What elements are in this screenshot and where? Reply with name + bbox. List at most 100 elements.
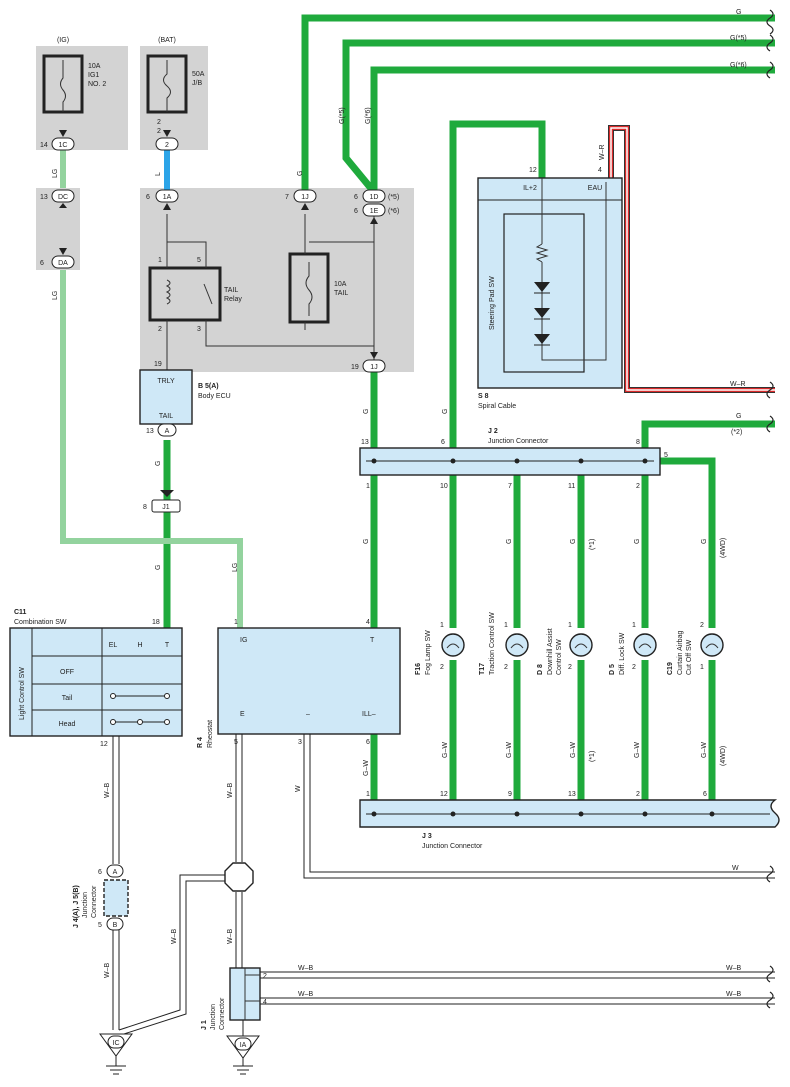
wb-wires (112, 734, 775, 1035)
svg-text:1: 1 (158, 257, 162, 264)
svg-text:W–B: W–B (726, 991, 742, 998)
c19-name-2: Cut Off SW (686, 639, 693, 675)
ig1-fuse-rating: 10A (88, 63, 101, 70)
row-head: Head (59, 721, 76, 728)
svg-text:W–B: W–B (298, 991, 314, 998)
svg-text:(*1): (*1) (589, 751, 596, 762)
rheostat-ill: ILL– (362, 711, 376, 718)
spiral-eau: EAU (588, 185, 602, 192)
svg-text:6: 6 (354, 208, 358, 215)
connector-ic: IC (113, 1040, 120, 1047)
rheostat-e: E (240, 711, 245, 718)
f16-name: Fog Lamp SW (425, 630, 432, 675)
svg-text:6: 6 (98, 869, 102, 876)
svg-text:1: 1 (700, 664, 704, 671)
connector-1e: 1E (370, 208, 379, 215)
svg-text:5: 5 (234, 739, 238, 746)
tail-fuse-symbol (305, 262, 313, 316)
svg-text:6: 6 (146, 194, 150, 201)
svg-text:4: 4 (366, 619, 370, 626)
c19-code: C19 (667, 662, 674, 675)
body-ecu-trly: TRLY (157, 378, 175, 385)
svg-text:(4WD): (4WD) (720, 746, 727, 766)
svg-text:2: 2 (568, 664, 572, 671)
svg-text:4: 4 (598, 167, 602, 174)
svg-text:G: G (736, 9, 741, 16)
svg-text:2: 2 (157, 119, 161, 126)
lg-wire (60, 270, 243, 628)
svg-text:12: 12 (440, 791, 448, 798)
svg-text:5: 5 (98, 922, 102, 929)
svg-text:2: 2 (158, 326, 162, 333)
svg-text:L: L (155, 172, 162, 176)
rheostat-box (217, 627, 401, 735)
connector-b2: B (113, 922, 118, 929)
j3-code: J 3 (422, 833, 432, 840)
led-icons (534, 282, 550, 346)
svg-text:2: 2 (632, 664, 636, 671)
connector-ia: IA (240, 1042, 247, 1049)
svg-text:13: 13 (361, 439, 369, 446)
j3-name: Junction Connector (422, 843, 483, 850)
svg-text:G: G (570, 539, 577, 544)
col-h: H (137, 642, 142, 649)
j2-name: Junction Connector (488, 438, 549, 445)
row-off: OFF (60, 669, 74, 676)
svg-text:(*1): (*1) (589, 539, 596, 550)
svg-text:W–B: W–B (104, 783, 111, 799)
body-ecu-box (139, 369, 193, 425)
wire-end-breaks (766, 9, 774, 1009)
svg-text:W–R: W–R (730, 381, 746, 388)
svg-text:G: G (155, 565, 162, 570)
combination-switch-box (9, 627, 183, 737)
wr-wire (608, 125, 775, 393)
svg-text:5: 5 (197, 257, 201, 264)
svg-text:14: 14 (40, 142, 48, 149)
svg-text:7: 7 (285, 194, 289, 201)
svg-text:8: 8 (636, 439, 640, 446)
svg-text:19: 19 (351, 364, 359, 371)
j4j5-name-2: Connector (91, 885, 98, 918)
combination-grid (31, 628, 182, 736)
svg-text:2: 2 (636, 483, 640, 490)
j4-j5-connector (103, 879, 129, 917)
svg-text:1: 1 (504, 622, 508, 629)
connector-1e-note: (*6) (388, 208, 399, 215)
svg-text:9: 9 (508, 791, 512, 798)
j1-code: J 1 (201, 1020, 208, 1030)
svg-text:G(*5): G(*5) (730, 35, 747, 42)
bat-fuse-panel (140, 46, 208, 150)
wire-labels: G G(*5) G(*6) G(*5) G(*6) W–R W–R G (*2)… (52, 9, 747, 998)
svg-text:2: 2 (700, 622, 704, 629)
svg-text:W–B: W–B (227, 929, 234, 945)
j3-dots (371, 811, 715, 817)
svg-text:G–W: G–W (701, 742, 708, 758)
svg-text:G–W: G–W (570, 742, 577, 758)
svg-text:G(*6): G(*6) (365, 107, 372, 124)
svg-text:6: 6 (40, 260, 44, 267)
jb-fuse-symbol (163, 60, 171, 112)
tail-fuse (288, 252, 330, 324)
tail-fuse-name: TAIL (334, 290, 348, 297)
svg-text:G: G (297, 171, 304, 176)
svg-text:G: G (442, 409, 449, 414)
steering-pad-label: Steering Pad SW (489, 276, 496, 330)
j2-code: J 2 (488, 428, 498, 435)
rheostat-ig: IG (240, 637, 247, 644)
svg-text:LG: LG (52, 291, 59, 300)
connector-pills (51, 137, 386, 1051)
svg-text:W–R: W–R (599, 144, 606, 160)
connector-1c: 1C (59, 142, 68, 149)
switch-circles (441, 633, 724, 657)
svg-text:5: 5 (664, 452, 668, 459)
svg-text:G–W: G–W (442, 742, 449, 758)
connector-1d: 1D (370, 194, 379, 201)
j1-name-1: Junction (210, 1004, 217, 1030)
rheostat-t: T (370, 637, 375, 644)
svg-text:G: G (363, 409, 370, 414)
svg-text:G(*6): G(*6) (730, 62, 747, 69)
connector-1j-bottom: 1J (370, 364, 377, 371)
rheostat-minus: – (306, 711, 310, 718)
svg-text:2: 2 (504, 664, 508, 671)
svg-text:13: 13 (146, 428, 154, 435)
